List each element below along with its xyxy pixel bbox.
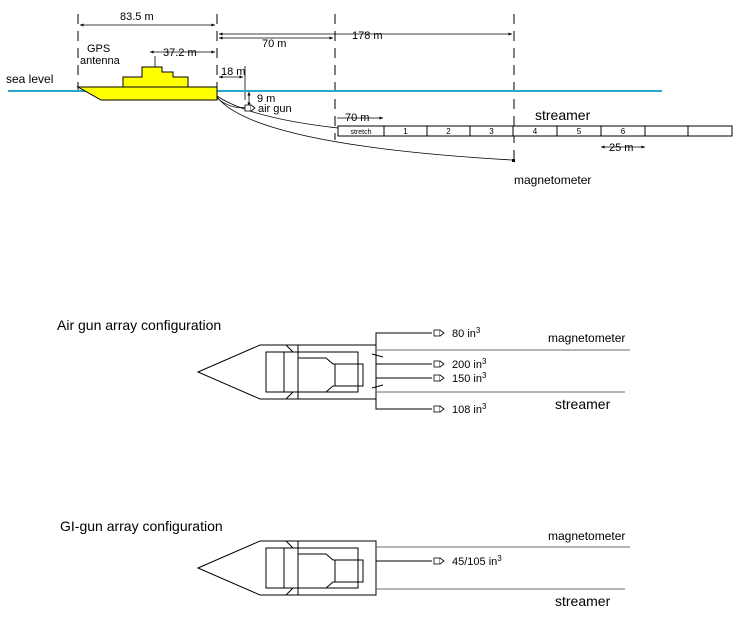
streamer-section-label: 6: [621, 127, 626, 136]
ship-plan-gi: [197, 540, 377, 596]
gi-gun-array: GI-gun array configuration 45/105 in3 ma…: [60, 518, 630, 609]
dim-ship-length: 83.5 m: [120, 11, 154, 23]
gun-icon-1: [433, 329, 445, 337]
streamer-label-gi: streamer: [555, 593, 611, 609]
airgun-towline: [216, 97, 247, 108]
dim-18: 18 m: [221, 66, 245, 78]
gps-label-1: GPS: [87, 43, 110, 55]
dim-70: 70 m: [262, 38, 286, 50]
magnetometer-icon: [512, 159, 515, 162]
gun-icon-2: [433, 360, 445, 368]
gi-gun-volume: 45/105 in3: [452, 554, 502, 568]
streamer-label-top: streamer: [535, 107, 591, 123]
streamer-section-label: 3: [489, 127, 494, 136]
dim-gps: 37.2 m: [163, 47, 197, 59]
ship-hull: [76, 86, 218, 101]
magnetometer-label-air: magnetometer: [548, 331, 625, 345]
streamer-label-air: streamer: [555, 396, 611, 412]
dim-stretch-70: 70 m: [345, 112, 369, 124]
streamer-section-label: 5: [577, 127, 582, 136]
air-gun-icon: [244, 104, 256, 112]
magnetometer-label-gi: magnetometer: [548, 529, 625, 543]
streamer-section-label: 2: [446, 127, 451, 136]
gun-icon-3: [433, 374, 445, 382]
dim-25: 25 m: [609, 142, 633, 154]
air-gun-array-title: Air gun array configuration: [57, 317, 221, 333]
magnetometer-towline: [216, 96, 513, 161]
gps-label-2: antenna: [80, 55, 121, 67]
streamer-section-label: 4: [533, 127, 538, 136]
streamer-sections: stretch 1 2 3 4 5 6: [350, 126, 689, 136]
gun-volume-2: 200 in3: [452, 357, 487, 371]
side-view: 83.5 m 37.2 m 70 m 178 m 18 m sea level …: [6, 11, 733, 187]
streamer-towline: [216, 95, 339, 129]
dim-178: 178 m: [352, 30, 383, 42]
streamer-bar: [337, 125, 733, 137]
ship-superstructure: [122, 66, 189, 88]
tow-bar-2: [371, 384, 384, 389]
sea-level-label: sea level: [6, 72, 53, 86]
gun-icon-4: [433, 405, 445, 413]
air-gun-label: air gun: [258, 103, 292, 115]
tow-bar-1: [371, 353, 384, 358]
gun-volume-3: 150 in3: [452, 371, 487, 385]
gi-gun-icon: [433, 557, 445, 565]
air-gun-array: Air gun array configuration 80 in3 200 i…: [57, 317, 630, 416]
streamer-section-label: stretch: [350, 129, 371, 136]
outrigger-port: [375, 332, 432, 345]
gun-volume-1: 80 in3: [452, 326, 481, 340]
dim-9: 9 m: [257, 93, 275, 105]
magnetometer-label-top: magnetometer: [514, 173, 591, 187]
gun-volume-4: 108 in3: [452, 402, 487, 416]
gi-gun-array-title: GI-gun array configuration: [60, 518, 223, 534]
outrigger-starboard: [375, 399, 432, 410]
ship-plan-air: [197, 344, 377, 400]
streamer-section-label: 1: [403, 127, 408, 136]
